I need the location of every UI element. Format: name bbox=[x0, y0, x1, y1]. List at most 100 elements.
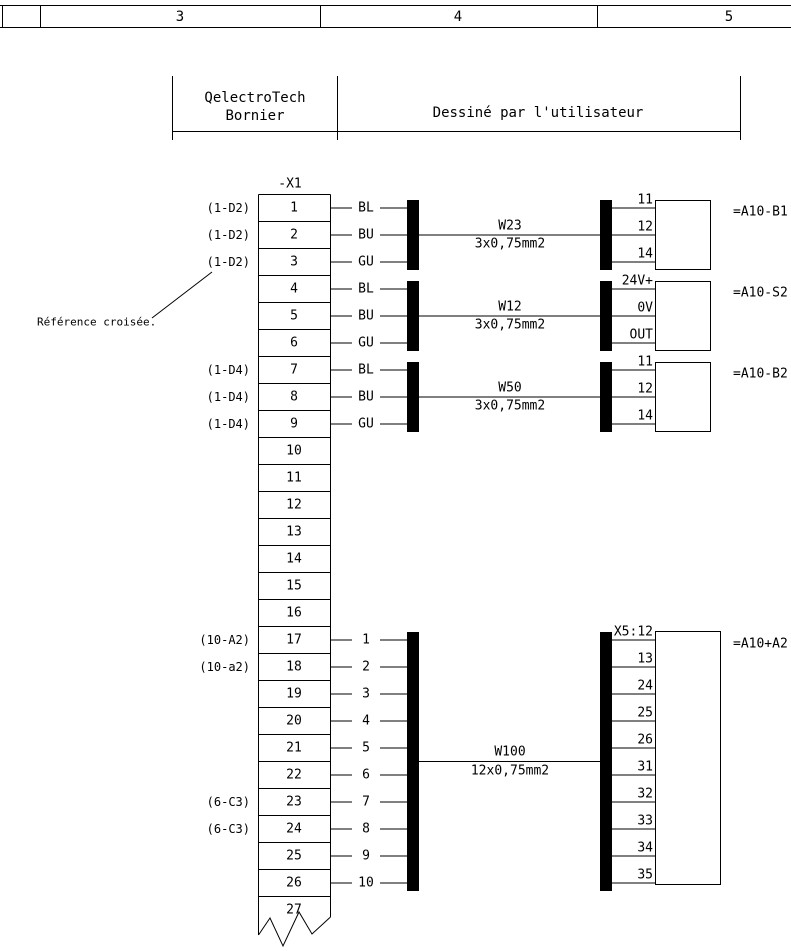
frame-ruler bbox=[0, 5, 791, 28]
wire-label: 3 bbox=[362, 686, 370, 702]
pin-label: 13 bbox=[637, 651, 653, 667]
strip-break-line bbox=[258, 910, 331, 948]
terminal-number: 25 bbox=[286, 848, 302, 864]
pin-lines bbox=[612, 207, 655, 884]
crossref-pointer-line bbox=[151, 271, 213, 319]
wire-label: 9 bbox=[362, 848, 370, 864]
terminal-number: 19 bbox=[286, 686, 302, 702]
cable-sheath-bars bbox=[407, 200, 612, 891]
device-tag: =A10-S2 bbox=[733, 285, 788, 301]
terminal-number: 6 bbox=[290, 335, 298, 351]
wire-label: 10 bbox=[358, 875, 374, 891]
pin-label: 12 bbox=[637, 219, 653, 235]
xref-label: (1-D2) bbox=[206, 228, 250, 242]
pin-label: 35 bbox=[637, 867, 653, 883]
pin-label: X5:12 bbox=[613, 624, 653, 640]
pin-label: OUT bbox=[629, 327, 653, 343]
terminal-number: 13 bbox=[286, 524, 302, 540]
terminal-number: 7 bbox=[290, 362, 298, 378]
wire-label: 7 bbox=[362, 794, 370, 810]
terminal-number: 10 bbox=[286, 443, 302, 459]
pin-label: 24V+ bbox=[621, 273, 653, 289]
terminal-number: 16 bbox=[286, 605, 302, 621]
wire-label: BL bbox=[358, 200, 374, 216]
pin-label: 32 bbox=[637, 786, 653, 802]
wire-label: 4 bbox=[362, 713, 370, 729]
terminal-number: 4 bbox=[290, 281, 298, 297]
terminal-number: 24 bbox=[286, 821, 302, 837]
wire-label: GU bbox=[358, 335, 374, 351]
cable-section: 12x0,75mm2 bbox=[470, 763, 550, 779]
terminal-number: 8 bbox=[290, 389, 298, 405]
terminal-number: 5 bbox=[290, 308, 298, 324]
device-tag: =A10-B1 bbox=[733, 204, 788, 220]
terminal-number: 9 bbox=[290, 416, 298, 432]
header-right-title: Dessiné par l'utilisateur bbox=[432, 105, 644, 121]
xref-label: (6-C3) bbox=[206, 795, 250, 809]
cable-section: 3x0,75mm2 bbox=[474, 236, 546, 252]
pin-label: 11 bbox=[637, 192, 653, 208]
terminal-number: 3 bbox=[290, 254, 298, 270]
terminal-number: 20 bbox=[286, 713, 302, 729]
pin-label: 11 bbox=[637, 354, 653, 370]
terminal-number: 18 bbox=[286, 659, 302, 675]
cable-name: W50 bbox=[498, 380, 522, 396]
cable-lines bbox=[419, 234, 600, 762]
xref-label: (1-D2) bbox=[206, 255, 250, 269]
wire-label: BL bbox=[358, 281, 374, 297]
pin-label: 26 bbox=[637, 732, 653, 748]
terminal-number: 11 bbox=[286, 470, 302, 486]
wire-label: 8 bbox=[362, 821, 370, 837]
wire-label: BL bbox=[358, 362, 374, 378]
terminal-number: 27 bbox=[286, 902, 302, 918]
xref-label: (10-A2) bbox=[199, 633, 250, 647]
wire-stub-lines bbox=[331, 207, 407, 884]
xref-label: (1-D2) bbox=[206, 201, 250, 215]
terminal-number: 26 bbox=[286, 875, 302, 891]
pin-label: 12 bbox=[637, 381, 653, 397]
terminal-number: 21 bbox=[286, 740, 302, 756]
wire-label: GU bbox=[358, 416, 374, 432]
header-rule-lines bbox=[172, 76, 741, 140]
pin-label: 0V bbox=[637, 300, 653, 316]
wire-label: GU bbox=[358, 254, 374, 270]
cable-section: 3x0,75mm2 bbox=[474, 398, 546, 414]
strip-name-label: -X1 bbox=[278, 176, 302, 192]
terminal-number: 1 bbox=[290, 200, 298, 216]
xref-label: (10-a2) bbox=[199, 660, 250, 674]
header-block-title-line1: QelectroTech bbox=[204, 90, 306, 106]
pin-label: 25 bbox=[637, 705, 653, 721]
ruler-column-4: 4 bbox=[453, 9, 463, 25]
ruler-column-5: 5 bbox=[724, 9, 734, 25]
terminal-number: 2 bbox=[290, 227, 298, 243]
terminal-number: 15 bbox=[286, 578, 302, 594]
cable-name: W23 bbox=[498, 218, 522, 234]
pin-label: 31 bbox=[637, 759, 653, 775]
terminal-number: 23 bbox=[286, 794, 302, 810]
xref-label: (1-D4) bbox=[206, 417, 250, 431]
device-tag: =A10+A2 bbox=[733, 636, 788, 652]
cable-name: W12 bbox=[498, 299, 522, 315]
xref-label: (1-D4) bbox=[206, 363, 250, 377]
wire-label: 6 bbox=[362, 767, 370, 783]
cable-section: 3x0,75mm2 bbox=[474, 317, 546, 333]
terminal-number: 12 bbox=[286, 497, 302, 513]
cable-name: W100 bbox=[494, 744, 526, 760]
wire-label: 2 bbox=[362, 659, 370, 675]
pin-label: 24 bbox=[637, 678, 653, 694]
pin-label: 14 bbox=[637, 246, 653, 262]
wire-label: BU bbox=[358, 308, 374, 324]
terminal-number: 22 bbox=[286, 767, 302, 783]
wire-label: BU bbox=[358, 227, 374, 243]
device-tag: =A10-B2 bbox=[733, 366, 788, 382]
wire-label: BU bbox=[358, 389, 374, 405]
wire-label: 5 bbox=[362, 740, 370, 756]
terminal-number: 17 bbox=[286, 632, 302, 648]
terminal-strip-grid bbox=[258, 194, 331, 935]
xref-label: (1-D4) bbox=[206, 390, 250, 404]
pin-label: 34 bbox=[637, 840, 653, 856]
ruler-column-3: 3 bbox=[175, 9, 185, 25]
xref-label: (6-C3) bbox=[206, 822, 250, 836]
